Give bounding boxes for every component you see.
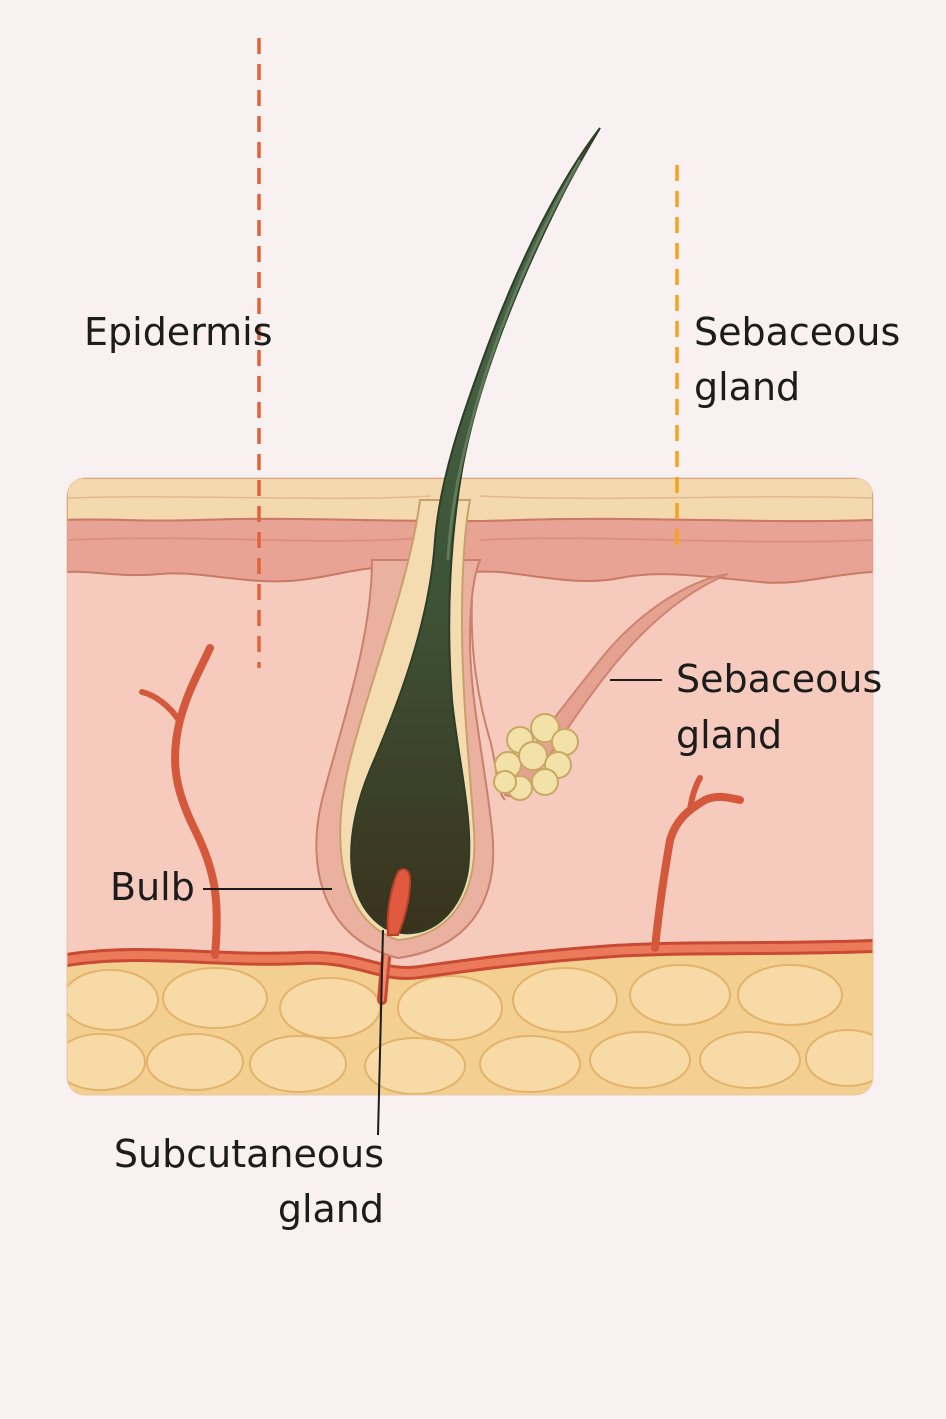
- sebaceous-gland-cluster: [493, 713, 579, 801]
- epidermis-band: [67, 517, 873, 584]
- subcutaneous-gland-label-line2: gland: [278, 1187, 384, 1231]
- sebaceous-gland-top-label-line2: gland: [694, 365, 800, 409]
- dermal-papilla: [386, 868, 412, 936]
- sebaceous-gland-mid-label-line2: gland: [676, 713, 782, 757]
- subcutaneous-gland-label-line1: Subcutaneous: [114, 1132, 384, 1176]
- subcutaneous-leader-line: [377, 929, 384, 1136]
- sebaceous-gland-top-label-line1: Sebaceous: [694, 310, 900, 354]
- sebaceous-gland-mid-label-line1: Sebaceous: [676, 657, 882, 701]
- epidermis-label: Epidermis: [84, 310, 273, 354]
- bulb-label: Bulb: [110, 865, 195, 909]
- fat-cells: [67, 964, 873, 1095]
- skin-cross-section: [67, 478, 873, 1095]
